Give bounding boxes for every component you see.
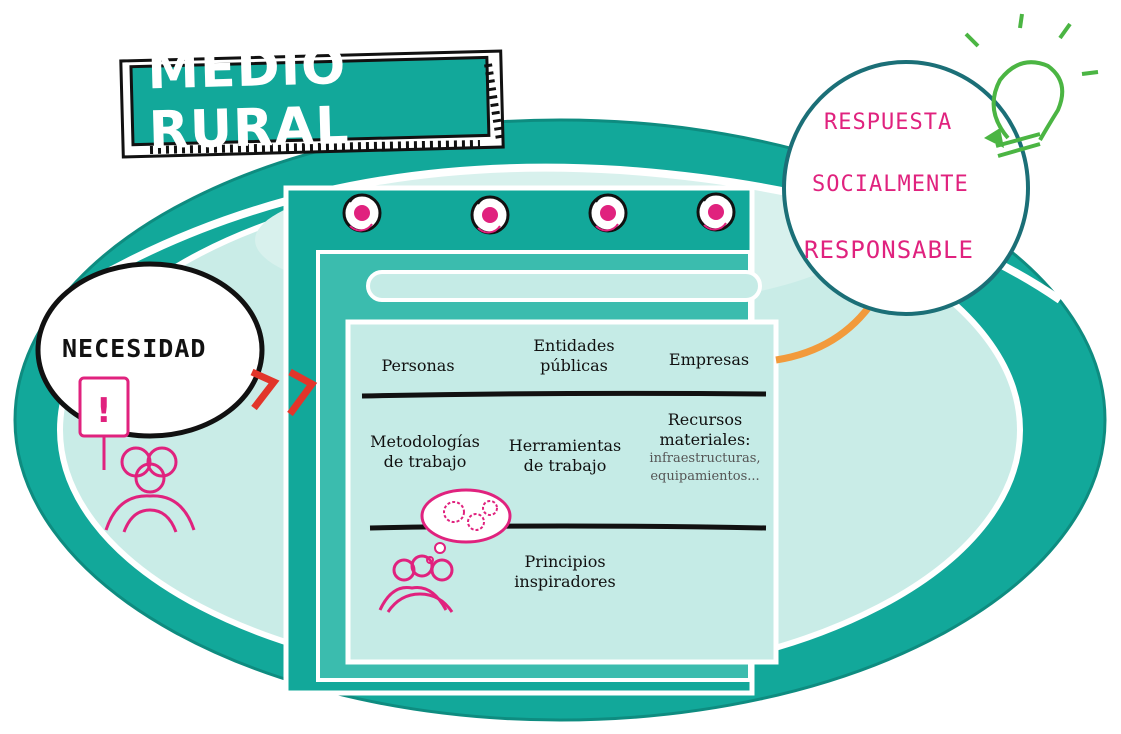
warning-sign-icon: ! (78, 376, 130, 470)
label-empresas: Empresas (668, 350, 750, 369)
knob-icon (470, 195, 510, 235)
response-line-1: RESPUESTA (824, 110, 953, 135)
response-line-2: SOCIALMENTE (812, 172, 969, 197)
divider-top (361, 390, 767, 399)
people-group-icon (378, 554, 454, 613)
lightbulb-icon (964, 13, 1099, 158)
orange-arrow (775, 298, 877, 364)
knob-icon (588, 193, 628, 233)
knob-icon (342, 193, 382, 233)
oven-handle (366, 270, 762, 302)
svg-text:!: ! (96, 391, 112, 431)
banner (119, 49, 505, 159)
label-personas: Personas (381, 356, 455, 375)
response-line-3: RESPONSABLE (804, 236, 974, 264)
knob-icon (696, 192, 736, 232)
divider-bottom (369, 523, 767, 531)
gears-thought-icon (420, 488, 512, 564)
people-group-icon (104, 446, 196, 533)
chevron-right-icon (250, 368, 280, 411)
chevron-right-icon (287, 368, 318, 417)
need-label: NECESIDAD (62, 334, 207, 363)
banner-title: MEDIO RURAL (146, 36, 351, 162)
response-bubble (782, 60, 1030, 316)
oven-window (345, 319, 779, 665)
